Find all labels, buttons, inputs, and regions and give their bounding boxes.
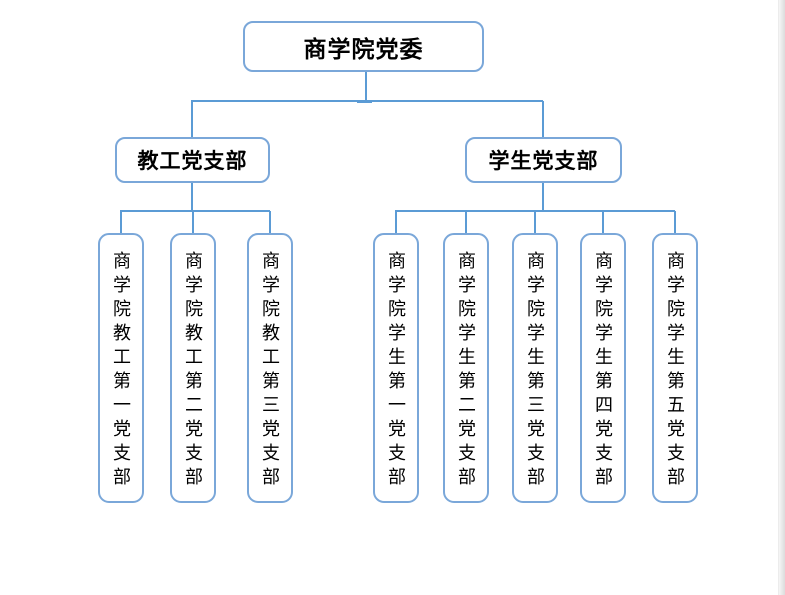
connector-line bbox=[542, 183, 544, 211]
connector-line bbox=[365, 72, 367, 101]
connector-line bbox=[534, 211, 536, 233]
leaf-node-faculty-branch-3[interactable]: 商学院教工第三党支部 bbox=[247, 233, 293, 503]
leaf-node-label: 商学院学生第三党支部 bbox=[525, 251, 545, 491]
branch-node-label: 学生党支部 bbox=[488, 149, 599, 173]
branch-node-faculty[interactable]: 教工党支部 bbox=[115, 137, 270, 183]
connector-line bbox=[269, 211, 271, 233]
connector-line bbox=[395, 211, 397, 233]
connector-line bbox=[192, 211, 194, 233]
connector-line bbox=[120, 210, 270, 212]
leaf-node-student-branch-2[interactable]: 商学院学生第二党支部 bbox=[443, 233, 489, 503]
page-edge bbox=[778, 0, 785, 595]
connector-line bbox=[602, 211, 604, 233]
leaf-node-label: 商学院教工第二党支部 bbox=[183, 251, 203, 491]
branch-node-label: 教工党支部 bbox=[137, 149, 248, 173]
connector-line bbox=[674, 211, 676, 233]
leaf-node-label: 商学院教工第一党支部 bbox=[111, 251, 131, 491]
connector-line bbox=[542, 101, 544, 137]
leaf-node-student-branch-3[interactable]: 商学院学生第三党支部 bbox=[512, 233, 558, 503]
branch-node-student[interactable]: 学生党支部 bbox=[465, 137, 622, 183]
connector-line bbox=[395, 210, 675, 212]
leaf-node-label: 商学院教工第三党支部 bbox=[260, 251, 280, 491]
leaf-node-faculty-branch-2[interactable]: 商学院教工第二党支部 bbox=[170, 233, 216, 503]
leaf-node-student-branch-1[interactable]: 商学院学生第一党支部 bbox=[373, 233, 419, 503]
connector-line bbox=[191, 183, 193, 211]
leaf-node-student-branch-4[interactable]: 商学院学生第四党支部 bbox=[580, 233, 626, 503]
leaf-node-label: 商学院学生第二党支部 bbox=[456, 251, 476, 491]
leaf-node-label: 商学院学生第四党支部 bbox=[593, 251, 613, 491]
root-node-label: 商学院党委 bbox=[303, 36, 424, 62]
root-node-party-committee[interactable]: 商学院党委 bbox=[243, 21, 484, 72]
connector-line bbox=[191, 101, 193, 137]
leaf-node-student-branch-5[interactable]: 商学院学生第五党支部 bbox=[652, 233, 698, 503]
leaf-node-label: 商学院学生第一党支部 bbox=[386, 251, 406, 491]
leaf-node-faculty-branch-1[interactable]: 商学院教工第一党支部 bbox=[98, 233, 144, 503]
connector-junction bbox=[357, 99, 372, 103]
connector-line bbox=[120, 211, 122, 233]
leaf-node-label: 商学院学生第五党支部 bbox=[665, 251, 685, 491]
connector-line bbox=[465, 211, 467, 233]
